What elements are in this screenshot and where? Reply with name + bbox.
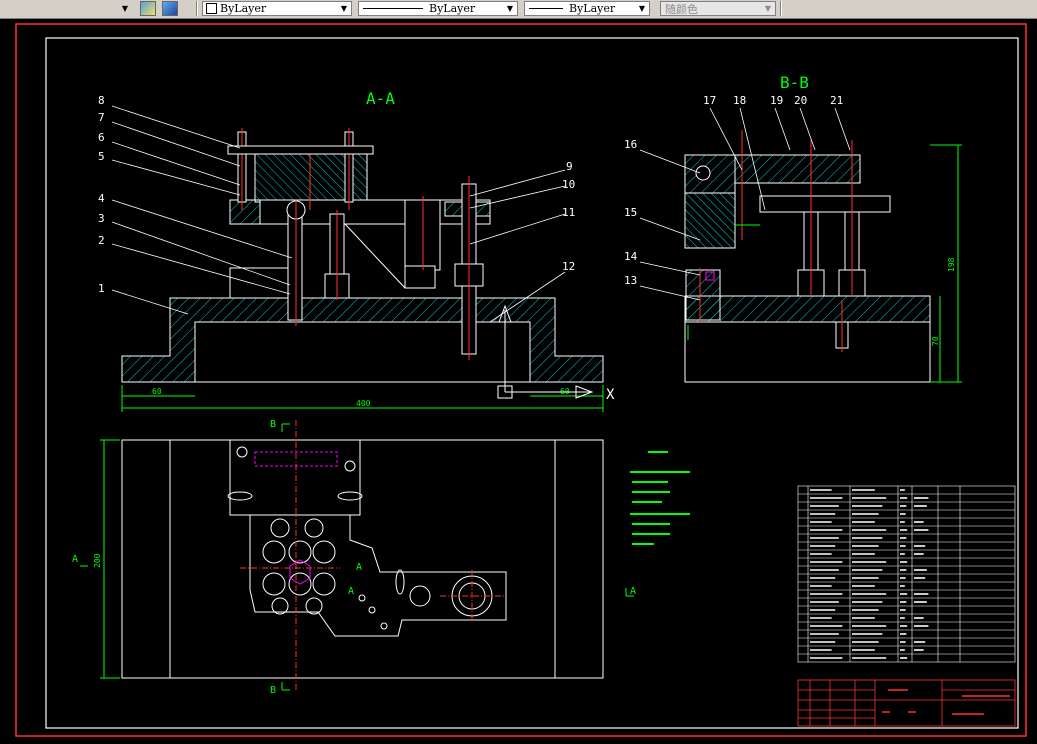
drawing-canvas[interactable]: A-A	[0, 18, 1037, 744]
callout-16: 16	[624, 138, 637, 151]
dim-70: 70	[931, 336, 940, 346]
section-b-top: B	[270, 419, 276, 430]
callout-7: 7	[98, 111, 105, 124]
color-swatch-icon	[206, 3, 217, 14]
layer-states-icon[interactable]	[140, 1, 156, 16]
plan-holes	[236, 446, 493, 630]
callouts-aa: 8 7 6 5 4 3 2 1 9 10 11 12	[98, 94, 575, 295]
layer-dropdown-arrow[interactable]: ▼	[121, 4, 129, 13]
callouts-bb: 17 18 19 20 21 16 15 14 13	[624, 94, 843, 287]
linetype-control-dropdown[interactable]: ByLayer ▼	[358, 1, 518, 16]
dim-60-left: 60	[152, 387, 162, 396]
diagonal-wall	[344, 223, 406, 289]
callout-20: 20	[794, 94, 807, 107]
dim-198: 198	[947, 257, 956, 272]
callout-15: 15	[624, 206, 637, 219]
toolbar-separator	[780, 1, 782, 16]
callout-2: 2	[98, 234, 105, 247]
lineweight-control-dropdown[interactable]: ByLayer ▼	[524, 1, 650, 16]
nut-stand	[404, 265, 436, 289]
callout-14: 14	[624, 250, 638, 263]
callout-12: 12	[562, 260, 575, 273]
dim-200: 200	[93, 553, 102, 568]
callout-3: 3	[98, 212, 105, 225]
layer-previous-icon[interactable]	[162, 1, 178, 16]
section-view-bb[interactable]: B-B 198 70	[624, 73, 962, 383]
dim-400: 400	[356, 399, 371, 408]
plotstyle-control-dropdown[interactable]: 随颜色 ▼	[660, 1, 776, 16]
plan-view[interactable]: 200 B B A A A A	[72, 419, 636, 696]
section-a-mid: A	[356, 562, 362, 573]
callout-6: 6	[98, 131, 105, 144]
base-recess	[194, 321, 531, 383]
section-view-aa[interactable]: A-A	[98, 89, 615, 412]
callout-18: 18	[733, 94, 746, 107]
dimension-bb	[687, 144, 962, 383]
section-a-right: A	[348, 586, 354, 597]
callout-13: 13	[624, 274, 637, 287]
axis-x-label: X	[606, 387, 615, 403]
leaders-bb	[639, 107, 851, 301]
chevron-down-icon: ▼	[764, 4, 772, 13]
lineweight-sample-icon	[529, 8, 563, 9]
color-control-dropdown[interactable]: ByLayer ▼	[202, 1, 352, 16]
callout-9: 9	[566, 160, 573, 173]
callout-21: 21	[830, 94, 843, 107]
linetype-sample-icon	[363, 8, 423, 9]
title-block-text-marks	[882, 689, 1010, 715]
parts-list-text-lines	[810, 489, 929, 659]
callout-19: 19	[770, 94, 783, 107]
support-block	[229, 199, 261, 225]
dimension-aa	[121, 385, 604, 412]
technical-notes	[630, 451, 690, 545]
section-markers: B B A A A A	[72, 419, 636, 696]
bb-pin	[695, 165, 711, 181]
plan-dimension	[100, 439, 120, 679]
centerlines-aa	[241, 128, 470, 360]
plan-centerlines	[240, 420, 505, 690]
view-aa-title: A-A	[366, 89, 395, 108]
callout-10: 10	[562, 178, 575, 191]
callout-4: 4	[98, 192, 105, 205]
column-left	[287, 209, 303, 321]
callout-1: 1	[98, 282, 105, 295]
callout-5: 5	[98, 150, 105, 163]
outer-sheet-border	[15, 23, 1027, 737]
parts-list-rows	[798, 493, 1015, 655]
callout-17: 17	[703, 94, 716, 107]
section-a-right2: A	[630, 586, 636, 597]
plan-base-outline	[121, 439, 604, 679]
top-pad	[227, 145, 374, 155]
bb-post-left	[685, 269, 721, 321]
section-b-bottom: B	[270, 685, 276, 696]
bb-top-plate	[734, 154, 861, 184]
view-bb-title: B-B	[780, 73, 809, 92]
bb-mid-plate	[759, 195, 891, 213]
title-block	[797, 679, 1016, 727]
toolbar-separator	[196, 1, 198, 16]
section-a-left: A	[72, 554, 78, 565]
plan-upper-block	[229, 439, 361, 516]
plan-plate-outline	[249, 514, 507, 637]
centerlines-bb	[699, 130, 853, 352]
callout-8: 8	[98, 94, 105, 107]
properties-toolbar: ▼ ByLayer ▼ ByLayer ▼ ByLayer ▼ 随颜色 ▼	[0, 0, 1037, 19]
chevron-down-icon: ▼	[340, 4, 348, 13]
callout-11: 11	[562, 206, 575, 219]
plan-handles	[227, 491, 405, 595]
section-marker-ticks	[80, 423, 634, 691]
ucs-icon	[497, 304, 594, 399]
chevron-down-icon: ▼	[506, 4, 514, 13]
bb-block-lower	[684, 192, 736, 249]
drawing-frame	[45, 37, 1019, 729]
chevron-down-icon: ▼	[638, 4, 646, 13]
leaders-aa	[111, 105, 566, 323]
bb-base-hatch	[684, 295, 931, 323]
left-block	[229, 267, 291, 299]
plan-magenta-hex	[289, 559, 311, 585]
bb-magenta-pin	[705, 271, 715, 281]
